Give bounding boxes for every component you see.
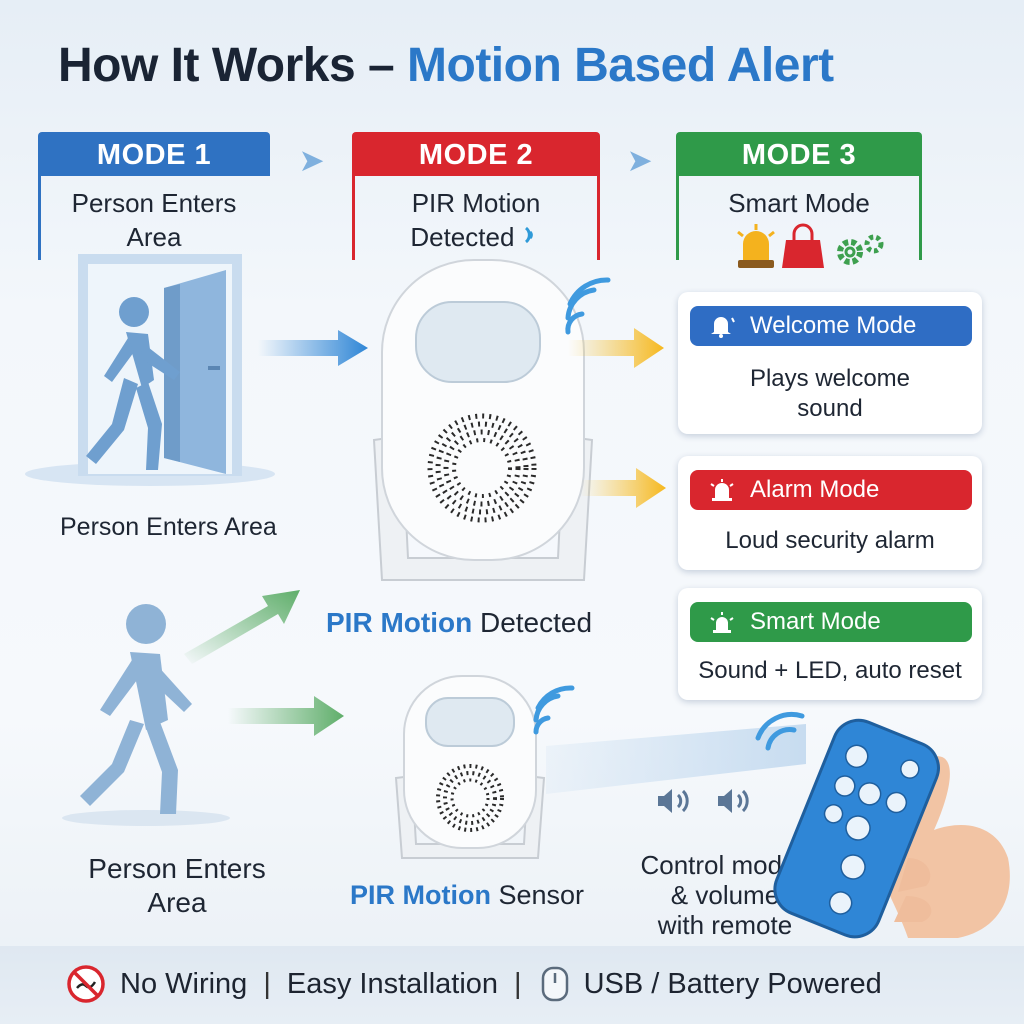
mode-1-header: MODE 1 xyxy=(38,132,270,176)
remote-line2: & volume xyxy=(670,880,780,910)
chevron-right-icon: ➤ xyxy=(628,145,652,176)
alarm-mode-pill: Alarm Mode xyxy=(690,470,972,510)
speaker-icon xyxy=(658,789,689,813)
pir-motion-sensor-label: PIR Motion Sensor xyxy=(350,880,584,911)
mode-1-line2: Area xyxy=(126,222,182,252)
chevron-right-icon: ➤ xyxy=(300,145,324,176)
title-part1: How It Works – xyxy=(58,39,408,92)
usb-battery-label: USB / Battery Powered xyxy=(583,967,882,1000)
mode-3-border xyxy=(676,176,679,260)
walking-person-icon xyxy=(62,604,230,826)
arrow-icon xyxy=(580,468,666,508)
person-enters-area-bottom-label: Person Enters Area xyxy=(74,852,280,920)
mode-1-box: MODE 1 Person Enters Area xyxy=(38,132,270,260)
no-wiring-label: No Wiring xyxy=(120,967,248,1000)
person-bottom-line1: Person Enters xyxy=(88,853,266,884)
person-bottom-line2: Area xyxy=(147,887,207,918)
smart-mode-description: Sound + LED, auto reset xyxy=(698,657,962,684)
page-title: How It Works – Motion Based Alert xyxy=(58,38,834,93)
mode-2-line1: PIR Motion xyxy=(411,188,541,218)
feature-bar: No Wiring | Easy Installation | USB / Ba… xyxy=(0,946,1024,1024)
mode-3-line1: Smart Mode xyxy=(728,188,870,218)
smart-mode-pill: Smart Mode xyxy=(690,602,972,642)
door-scene xyxy=(25,254,275,486)
remote-line3: with remote xyxy=(657,910,793,940)
shopping-bag-icon xyxy=(782,223,824,268)
siren-icon xyxy=(737,224,775,268)
arrow-icon xyxy=(568,328,664,368)
remote-control-icon xyxy=(755,712,1010,939)
feature-items: No Wiring | Easy Installation | USB / Ba… xyxy=(66,960,882,1008)
welcome-mode-label: Welcome Mode xyxy=(750,312,917,339)
pir-motion-detected-label: PIR Motion Detected xyxy=(326,607,592,639)
arrow-icon xyxy=(228,696,344,736)
smart-mode-label: Smart Mode xyxy=(750,608,881,635)
mode-2-header: MODE 2 xyxy=(352,132,600,176)
alarm-light-icon xyxy=(710,479,734,501)
motion-sensor-icon xyxy=(372,259,594,581)
speaker-grille xyxy=(427,413,537,523)
signal-waves-icon xyxy=(533,685,575,735)
mode-3-box: MODE 3 Smart Mode xyxy=(676,132,922,268)
signal-waves-icon xyxy=(755,712,805,751)
usb-icon xyxy=(541,966,568,1002)
mode-1-line1: Person Enters xyxy=(71,188,237,218)
mode-1-border xyxy=(38,176,41,260)
person-enters-area-label: Person Enters Area xyxy=(60,513,277,541)
mode-3-description: Smart Mode xyxy=(682,186,916,220)
separator: | xyxy=(514,967,522,1000)
mode-2-description: PIR Motion Detected xyxy=(358,186,594,254)
welcome-mode-card: Welcome Mode Plays welcome sound xyxy=(678,292,982,434)
remote-beam xyxy=(546,724,806,794)
walking-person-icon xyxy=(86,297,180,470)
alarm-mode-card: Alarm Mode Loud security alarm xyxy=(678,456,982,570)
title-part2: Motion Based Alert xyxy=(407,39,834,92)
welcome-desc-line1: Plays welcome xyxy=(749,365,911,392)
alarm-mode-description: Loud security alarm xyxy=(725,527,935,554)
mode-3-border-right xyxy=(919,176,922,260)
easy-installation-label: Easy Installation xyxy=(286,967,499,1000)
pir-label-rest: Detected xyxy=(472,607,593,638)
mode-3-header: MODE 3 xyxy=(676,132,922,176)
remote-body xyxy=(773,718,940,939)
mode-2-border-right xyxy=(597,176,600,260)
pir-sensor-highlight: PIR Motion xyxy=(350,880,491,910)
welcome-desc-line2: sound xyxy=(797,395,863,422)
speaker-icon xyxy=(718,789,749,813)
pir-sensor-rest: Sensor xyxy=(490,880,585,910)
mode-2-box: MODE 2 PIR Motion Detected xyxy=(352,132,600,260)
welcome-mode-pill: Welcome Mode xyxy=(690,306,972,346)
welcome-mode-description: Plays welcome sound xyxy=(678,364,982,424)
signal-waves-icon xyxy=(524,226,533,244)
smart-mode-icons xyxy=(737,223,884,268)
mode-2-line2-text: Detected xyxy=(410,222,515,252)
arrow-icon xyxy=(184,590,300,664)
signal-waves-icon xyxy=(565,277,611,335)
bell-icon xyxy=(711,317,735,338)
siren-icon xyxy=(710,612,734,633)
mode-2-border xyxy=(352,176,355,260)
no-wiring-icon xyxy=(67,965,105,1003)
mode-2-line2: Detected xyxy=(358,220,594,254)
motion-sensor-icon xyxy=(394,675,546,859)
arrow-icon xyxy=(258,330,368,366)
smart-mode-card: Smart Mode Sound + LED, auto reset xyxy=(678,588,982,700)
separator: | xyxy=(263,967,271,1000)
alarm-mode-label: Alarm Mode xyxy=(750,476,880,503)
pir-label-highlight: PIR Motion xyxy=(326,607,473,638)
mode-1-description: Person Enters Area xyxy=(44,186,264,254)
gear-icon xyxy=(837,234,884,265)
